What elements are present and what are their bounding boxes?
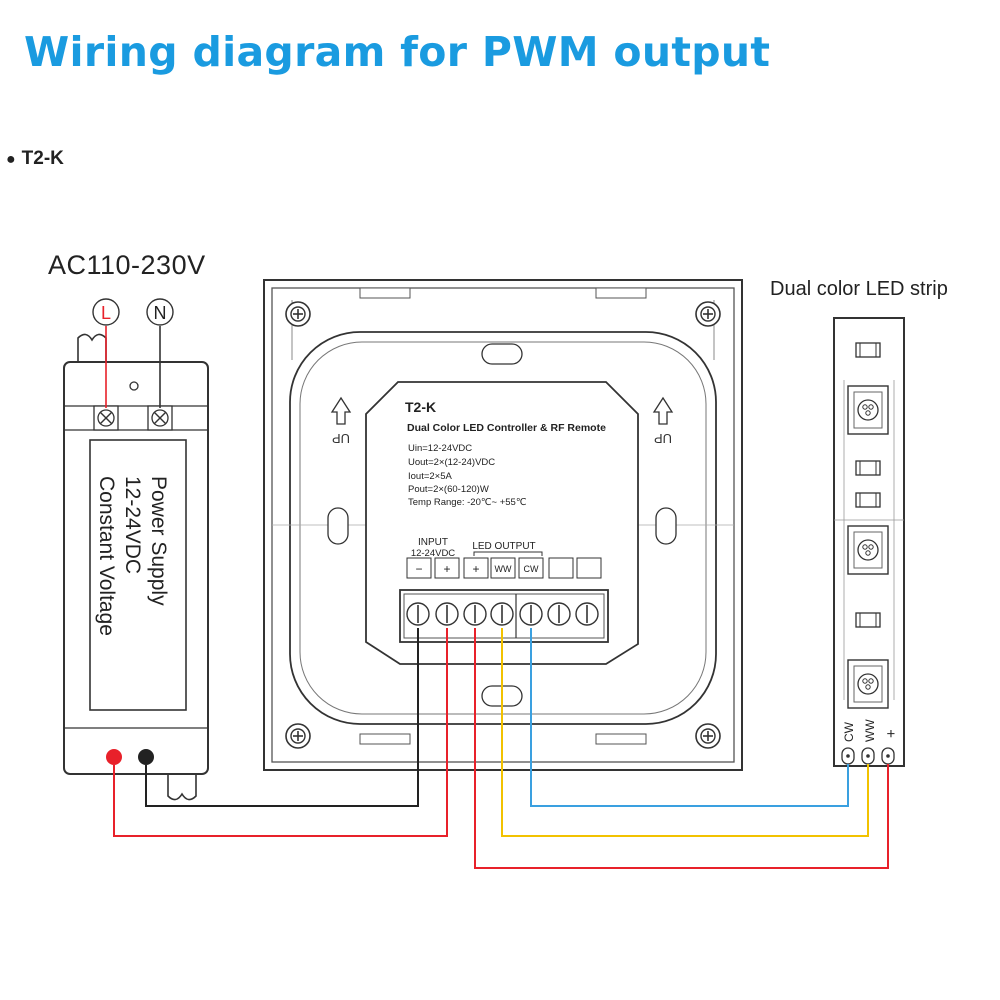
svg-text:L: L [101, 303, 111, 323]
l-terminal-marker: L [92, 298, 120, 408]
power-supply-label: Power Supply 12-24VDC Constant Voltage [95, 476, 170, 636]
bullet-icon: ● [6, 151, 16, 168]
strip-pad-label-cw: CW [842, 721, 856, 742]
terminal-label-plus-out: + [472, 562, 479, 576]
wires [113, 628, 889, 869]
n-terminal-marker: N [146, 298, 174, 408]
resistor-icon [855, 342, 881, 358]
controller-specs: Uin=12-24VDC Uout=2×(12-24)VDC Iout=2×5A… [408, 443, 527, 508]
screw-icon [285, 723, 311, 749]
ac-terminal-l [93, 405, 119, 431]
input-label: INPUT [418, 537, 448, 548]
strip-pad-label-ww: WW [863, 719, 877, 742]
screw-icon [695, 723, 721, 749]
resistor-icon [855, 460, 881, 476]
input-voltage: 12-24VDC [411, 548, 455, 559]
wire-dc-plus [113, 628, 448, 837]
power-supply: Power Supply 12-24VDC Constant Voltage [63, 333, 209, 801]
spec-pout: Pout=2×(60-120)W [408, 484, 489, 495]
strip-pad-label-plus: + [883, 729, 900, 738]
dc-minus-terminal [138, 749, 154, 765]
terminal-block [399, 589, 609, 643]
ac-input-label: AC110-230V [48, 250, 206, 280]
terminal-label-cw: CW [524, 564, 539, 574]
svg-text:UP: UP [332, 431, 350, 446]
terminal-label-minus: − [415, 562, 422, 576]
led-chip-icon [847, 385, 889, 435]
ac-terminal-n [147, 405, 173, 431]
up-arrow-icon: UP [652, 396, 674, 446]
svg-text:UP: UP [654, 431, 672, 446]
led-chip-icon [847, 525, 889, 575]
spec-iout: Iout=2×5A [408, 471, 453, 482]
up-arrow-icon: UP [330, 396, 352, 446]
model-name: T2-K [21, 148, 64, 169]
resistor-icon [855, 492, 881, 508]
controller-description: Dual Color LED Controller & RF Remote [407, 422, 606, 434]
terminal-label-plus-in: + [443, 562, 450, 576]
wire-led-plus [474, 628, 889, 869]
spec-uout: Uout=2×(12-24)VDC [408, 457, 495, 468]
wire-ww [501, 628, 869, 837]
ps-label-line1: Power Supply [147, 476, 170, 606]
page-title: Wiring diagram for PWM output [24, 28, 771, 76]
terminal-label-ww: WW [495, 564, 512, 574]
screw-icon [695, 301, 721, 327]
led-chip-icon [847, 659, 889, 709]
led-strip-label: Dual color LED strip [770, 278, 948, 300]
svg-text:N: N [154, 303, 167, 323]
wire-cw [530, 628, 849, 807]
led-output-label: LED OUTPUT [472, 541, 535, 552]
ps-label-line3: Constant Voltage [95, 476, 118, 636]
screw-icon [285, 301, 311, 327]
spec-uin: Uin=12-24VDC [408, 443, 472, 454]
spec-temp: Temp Range: -20℃~ +55℃ [408, 497, 527, 508]
controller-model: T2-K [405, 399, 436, 415]
resistor-icon [855, 612, 881, 628]
led-strip: CW WW + [833, 317, 905, 767]
terminal-labels: − + + WW CW [406, 557, 602, 579]
model-heading: ● T2-K [6, 148, 64, 170]
wire-dc-minus [145, 628, 419, 807]
ps-label-line2: 12-24VDC [121, 476, 144, 574]
dc-plus-terminal [106, 749, 122, 765]
